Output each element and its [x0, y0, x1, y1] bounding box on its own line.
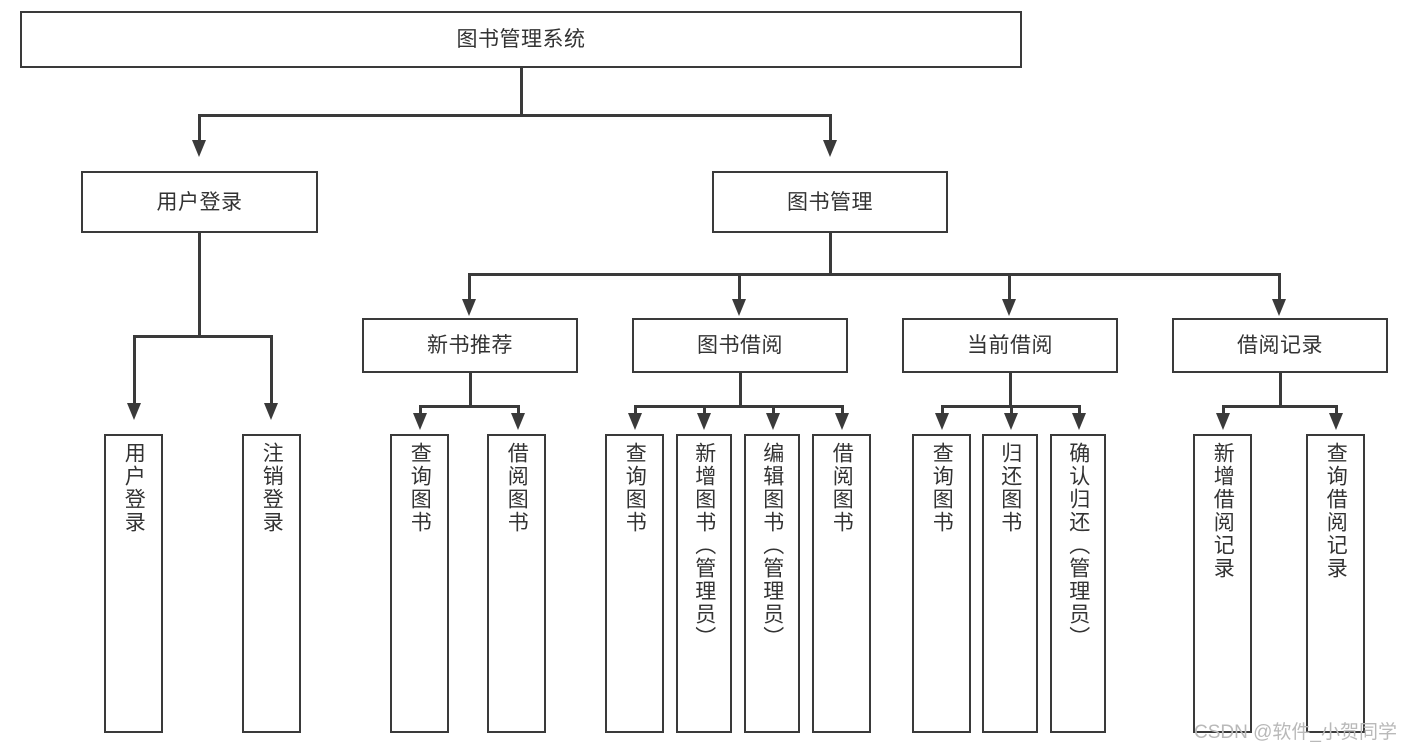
connector-nbr-drop-2: [517, 405, 520, 415]
connector-level1-drop-book-management: [829, 114, 832, 142]
connector-level2-drop-3: [1008, 273, 1011, 301]
arrow-to-leaf-edit-book: [766, 413, 780, 430]
connector-bb-drop-1: [634, 405, 637, 415]
node-label: 查询图书: [930, 442, 954, 534]
arrow-to-leaf-user-login: [127, 403, 141, 420]
connector-br-drop-1: [1222, 405, 1225, 415]
leaf-borrow-book-borrow[interactable]: 借阅图书: [812, 434, 871, 733]
connector-cb-drop-2: [1010, 405, 1013, 415]
node-label: 确认归还（管理员）: [1066, 442, 1090, 649]
node-label: 借阅图书: [505, 442, 529, 534]
connector-cb-drop-3: [1078, 405, 1081, 415]
arrow-to-leaf-query-book-cb: [935, 413, 949, 430]
leaf-logout[interactable]: 注销登录: [242, 434, 301, 733]
leaf-return-book[interactable]: 归还图书: [982, 434, 1038, 733]
connector-level1-bus: [198, 114, 831, 117]
node-book-borrow[interactable]: 图书借阅: [632, 318, 848, 373]
connector-borrow-record-bus: [1222, 405, 1337, 408]
arrow-to-leaf-add-borrow-record: [1216, 413, 1230, 430]
leaf-add-borrow-record[interactable]: 新增借阅记录: [1193, 434, 1252, 733]
node-label: 用户登录: [122, 442, 146, 534]
leaf-query-book-current[interactable]: 查询图书: [912, 434, 971, 733]
leaf-user-login[interactable]: 用户登录: [104, 434, 163, 733]
node-new-book-recommend[interactable]: 新书推荐: [362, 318, 578, 373]
arrow-to-leaf-query-book-bb: [628, 413, 642, 430]
node-label: 归还图书: [998, 442, 1022, 534]
connector-book-borrow-stem: [739, 373, 742, 407]
node-book-management[interactable]: 图书管理: [712, 171, 948, 233]
connector-user-login-bus: [133, 335, 272, 338]
leaf-confirm-return-admin[interactable]: 确认归还（管理员）: [1050, 434, 1106, 733]
arrow-to-book-management: [823, 140, 837, 157]
node-label: 查询图书: [623, 442, 647, 534]
node-label: 图书管理系统: [456, 28, 586, 51]
arrow-to-leaf-borrow-book-nbr: [511, 413, 525, 430]
leaf-borrow-book-recommend[interactable]: 借阅图书: [487, 434, 546, 733]
arrow-to-borrow-record: [1272, 299, 1286, 316]
arrow-to-current-borrow: [1002, 299, 1016, 316]
node-label: 图书借阅: [697, 334, 783, 357]
connector-cb-drop-1: [941, 405, 944, 415]
connector-root-stem: [520, 68, 523, 115]
node-label: 注销登录: [260, 442, 284, 534]
node-label: 图书管理: [787, 190, 873, 214]
connector-nbr-drop-1: [419, 405, 422, 415]
leaf-add-book-admin[interactable]: 新增图书（管理员）: [676, 434, 732, 733]
arrow-to-leaf-confirm-return: [1072, 413, 1086, 430]
arrow-to-leaf-query-book-nbr: [413, 413, 427, 430]
leaf-query-book-recommend[interactable]: 查询图书: [390, 434, 449, 733]
node-label: 新书推荐: [427, 334, 513, 357]
connector-book-management-stem: [829, 233, 832, 275]
connector-borrow-record-stem: [1279, 373, 1282, 407]
leaf-query-book-borrow[interactable]: 查询图书: [605, 434, 664, 733]
connector-level2-bus: [468, 273, 1280, 276]
leaf-query-borrow-record[interactable]: 查询借阅记录: [1306, 434, 1365, 733]
node-user-login[interactable]: 用户登录: [81, 171, 318, 233]
arrow-to-leaf-query-borrow-record: [1329, 413, 1343, 430]
csdn-watermark: CSDN @软件_小贺同学: [1194, 722, 1397, 743]
leaf-edit-book-admin[interactable]: 编辑图书（管理员）: [744, 434, 800, 733]
connector-level2-drop-4: [1278, 273, 1281, 301]
arrow-to-leaf-return-book: [1004, 413, 1018, 430]
arrow-to-leaf-logout: [264, 403, 278, 420]
arrow-to-user-login: [192, 140, 206, 157]
connector-bb-drop-3: [772, 405, 775, 415]
node-label: 用户登录: [156, 190, 243, 214]
connector-user-login-drop-2: [270, 335, 273, 405]
connector-book-borrow-bus: [634, 405, 844, 408]
node-label: 查询借阅记录: [1324, 442, 1348, 580]
connector-current-borrow-stem: [1009, 373, 1012, 407]
node-label: 编辑图书（管理员）: [760, 442, 784, 649]
connector-bb-drop-2: [703, 405, 706, 415]
node-root-book-management-system[interactable]: 图书管理系统: [20, 11, 1022, 68]
node-current-borrow[interactable]: 当前借阅: [902, 318, 1118, 373]
node-borrow-record[interactable]: 借阅记录: [1172, 318, 1388, 373]
node-label: 借阅记录: [1237, 334, 1323, 357]
arrow-to-new-book-recommend: [462, 299, 476, 316]
connector-br-drop-2: [1335, 405, 1338, 415]
node-label: 当前借阅: [967, 334, 1053, 357]
connector-level1-drop-user-login: [198, 114, 201, 142]
connector-new-book-recommend-bus: [419, 405, 520, 408]
node-label: 新增图书（管理员）: [692, 442, 716, 649]
connector-user-login-stem: [198, 233, 201, 337]
connector-level2-drop-1: [468, 273, 471, 301]
node-label: 借阅图书: [830, 442, 854, 534]
connector-new-book-recommend-stem: [469, 373, 472, 407]
arrow-to-book-borrow: [732, 299, 746, 316]
node-label: 新增借阅记录: [1211, 442, 1235, 580]
connector-user-login-drop-1: [133, 335, 136, 405]
arrow-to-leaf-borrow-book-bb: [835, 413, 849, 430]
connector-level2-drop-2: [738, 273, 741, 301]
connector-bb-drop-4: [841, 405, 844, 415]
node-label: 查询图书: [408, 442, 432, 534]
arrow-to-leaf-add-book: [697, 413, 711, 430]
